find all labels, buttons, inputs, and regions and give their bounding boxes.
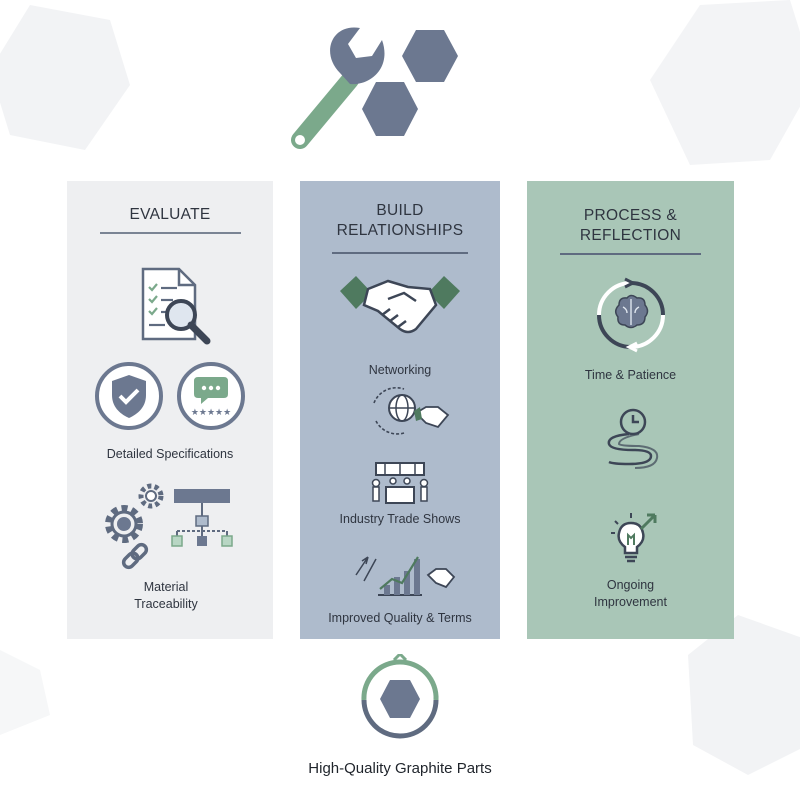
label-material-traceability: Material Traceability [134,580,198,611]
lightbulb-arrow-icon [611,513,657,563]
title-divider [332,252,468,254]
document-magnifier-icon [141,267,211,345]
label-detailed-specifications: Detailed Specifications [106,447,234,461]
background-hexagon-top-right [650,0,800,165]
column-evaluate: EVALUATE ★★★★★ Detailed Specifications [67,181,273,639]
brain-cycle-icon [597,277,665,353]
title-divider [560,253,701,255]
graphite-part-cycle-icon [361,654,439,739]
svg-text:★★★★★: ★★★★★ [191,408,231,418]
column-build-relationships: BUILD RELATIONSHIPS Networking Industry … [300,181,500,639]
column-title: PROCESS & REFLECTION [579,207,682,244]
shield-check-icon [95,362,163,430]
trade-show-icon [371,462,429,504]
globe-handshake-icon [373,386,450,435]
column-title: BUILD RELATIONSHIPS [336,202,464,239]
label-industry-trade-shows: Industry Trade Shows [339,512,461,526]
handshake-icon [340,276,460,334]
background-hexagon-top-left [0,5,130,150]
title-divider [100,232,241,234]
footer-label: High-Quality Graphite Parts [308,760,492,777]
background-hexagon-bottom-right [688,615,800,775]
clock-path-icon [607,408,659,469]
background-hexagon-bottom-left [0,650,50,735]
column-title: EVALUATE [129,206,211,223]
wrench-hexagons-icon [291,27,458,149]
gears-flowchart-icon [105,483,233,570]
growth-chart-handshake-icon [355,556,456,596]
column-process-reflection: PROCESS & REFLECTION Time & Patience Ong… [527,181,734,639]
label-networking: Networking [368,363,432,377]
label-time-patience: Time & Patience [584,368,677,382]
label-ongoing-improvement: Ongoing Improvement [594,578,667,609]
review-rating-icon: ★★★★★ [177,362,245,430]
label-improved-quality-terms: Improved Quality & Terms [328,611,472,625]
